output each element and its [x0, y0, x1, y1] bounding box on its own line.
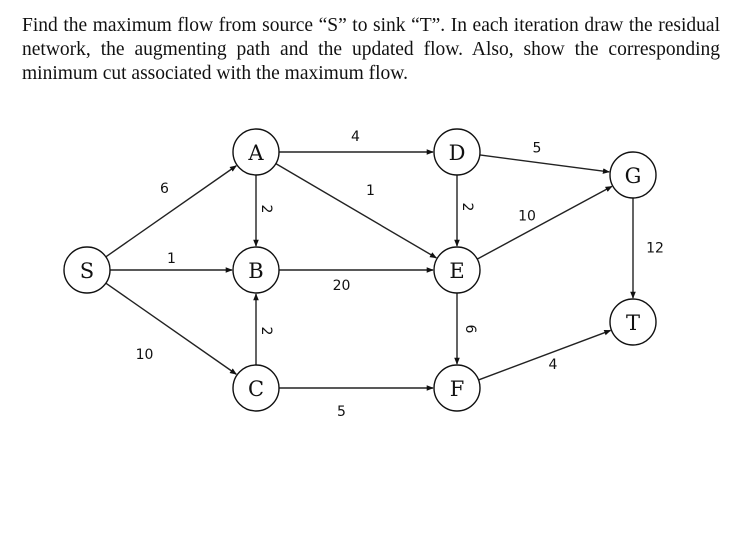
- node-circle-f: [433, 364, 481, 412]
- node-label-t: T: [626, 311, 640, 335]
- capacity-label-b-e: 20: [333, 278, 351, 294]
- capacity-label-d-g: 5: [533, 141, 542, 157]
- edges-layer: [105, 149, 636, 391]
- node-circle-t: [609, 298, 657, 346]
- node-label-a: A: [247, 141, 264, 165]
- node-d: D: [433, 128, 481, 176]
- node-e: E: [433, 246, 481, 294]
- edge-a-e: [275, 163, 437, 259]
- edge-s-a: [105, 165, 237, 258]
- capacity-label-c-b: 2: [258, 327, 274, 336]
- node-f: F: [433, 364, 481, 412]
- capacity-label-s-c: 10: [136, 347, 154, 363]
- node-label-d: D: [449, 141, 466, 165]
- node-circle-b: [232, 246, 280, 294]
- node-label-s: S: [80, 259, 94, 283]
- node-label-b: B: [248, 259, 263, 283]
- capacity-label-c-f: 5: [337, 404, 346, 420]
- capacity-label-a-e: 1: [366, 183, 375, 199]
- question-text: Find the maximum flow from source “S” to…: [22, 15, 720, 84]
- node-circle-d: [433, 128, 481, 176]
- edge-d-g: [479, 154, 610, 174]
- edge-e-g: [476, 185, 613, 260]
- node-b: B: [232, 246, 280, 294]
- node-a: A: [232, 128, 280, 176]
- capacity-label-g-t: 12: [646, 241, 664, 257]
- node-circle-e: [433, 246, 481, 294]
- capacity-label-a-b: 2: [258, 205, 274, 214]
- capacity-label-s-b: 1: [167, 251, 176, 267]
- capacity-label-e-f: 6: [462, 325, 478, 334]
- node-label-e: E: [449, 259, 464, 283]
- capacity-label-a-d: 4: [351, 129, 360, 145]
- node-label-c: C: [248, 377, 264, 401]
- node-s: S: [63, 246, 111, 294]
- capacity-label-f-t: 4: [549, 357, 558, 373]
- node-g: G: [609, 151, 657, 199]
- node-c: C: [232, 364, 280, 412]
- capacity-label-e-g: 10: [518, 209, 536, 225]
- edge-s-c: [105, 282, 237, 375]
- node-t: T: [609, 298, 657, 346]
- node-circle-c: [232, 364, 280, 412]
- node-label-g: G: [625, 164, 642, 188]
- nodes-layer: S A B C D E F G T: [63, 128, 657, 412]
- edge-f-t: [478, 329, 612, 381]
- node-label-f: F: [450, 377, 465, 401]
- node-circle-s: [63, 246, 111, 294]
- node-circle-g: [609, 151, 657, 199]
- capacity-label-s-a: 6: [160, 181, 169, 197]
- capacity-label-d-e: 2: [459, 203, 475, 212]
- node-circle-a: [232, 128, 280, 176]
